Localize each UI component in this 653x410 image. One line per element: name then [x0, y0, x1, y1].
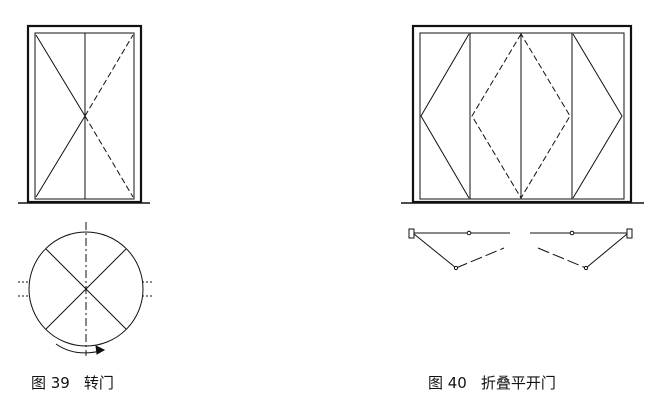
folding-door-plan-fold-point-left: [453, 265, 459, 271]
folding-door-plan-leaf-left-outer: [413, 233, 457, 269]
folding-door-plan-leaf-right-inner: [537, 247, 587, 269]
revolving-door-swing-line-right-bottom: [84, 115, 134, 198]
folding-door-plan-fold-point-right: [583, 265, 589, 271]
revolving-door-swing-line-left-bottom: [35, 115, 86, 198]
folding-door-plan-leaf-left-inner: [455, 247, 505, 269]
folding-door-plan-hinge-right: [569, 230, 575, 236]
revolving-door-elevation: [18, 24, 150, 204]
rotation-direction-arrowhead: [95, 345, 106, 355]
figure-39-number: 图 39: [31, 374, 70, 392]
figure-39-caption: 图 39 转门: [31, 374, 114, 392]
figure-40-title: 折叠平开门: [480, 374, 556, 392]
folding-door-plan-hinge-left: [466, 230, 472, 236]
revolving-door-plan-wing-2: [45, 248, 127, 330]
folding-door-plan-leaf-right-outer: [585, 233, 628, 269]
folding-door-plan-jamb-right: [626, 228, 633, 239]
folding-door-elevation: [401, 24, 644, 204]
folding-door-swing-left: [420, 33, 470, 199]
folding-door-swing-center-dashed: [471, 33, 571, 199]
revolving-door-swing-line-right-top: [84, 34, 134, 117]
folding-door-outer-frame: [411, 24, 633, 204]
revolving-door-outer-frame: [26, 24, 143, 204]
folding-door-swing-right: [572, 33, 623, 199]
figure-39-title: 转门: [83, 374, 114, 392]
figure-40-caption: 图 40 折叠平开门: [428, 374, 556, 392]
folding-door-inner-frame: [419, 32, 625, 200]
folding-door-plan: [408, 228, 633, 271]
figure-40-number: 图 40: [428, 374, 467, 392]
revolving-door-swing-line-left-top: [35, 34, 86, 117]
revolving-door-plan: [18, 222, 154, 356]
folding-door-plan-jamb-left: [408, 228, 415, 239]
